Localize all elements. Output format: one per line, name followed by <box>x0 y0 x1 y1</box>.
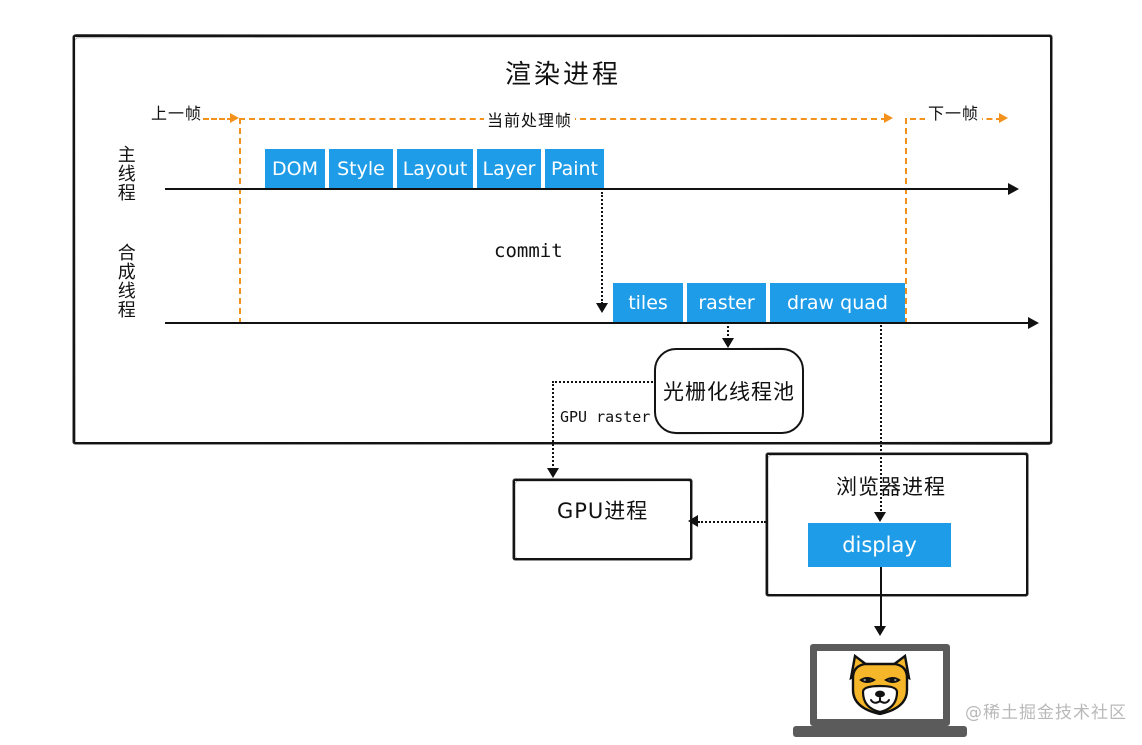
browser-to-gpu-arrow-icon <box>688 515 698 527</box>
compositor-block-draw-quad[interactable]: draw quad <box>770 283 905 322</box>
gpu-process-label: GPU进程 <box>557 499 649 523</box>
frame-prev-arrow-icon <box>230 113 239 123</box>
watermark: @稀土掘金技术社区 <box>965 703 1127 723</box>
drawquad-to-browser-arrow-icon <box>874 512 886 522</box>
main-thread-block-layer[interactable]: Layer <box>477 149 543 188</box>
doge-icon <box>843 652 917 720</box>
main-thread-axis-arrow-icon <box>1008 183 1019 195</box>
thread-label-main: 主线程 <box>114 145 136 202</box>
raster-to-pool-arrow-icon <box>722 338 734 348</box>
gpu-raster-line-horizontal <box>552 381 656 383</box>
gpu-raster-arrow-icon <box>547 468 559 478</box>
frame-next-arrow-icon <box>999 113 1008 123</box>
raster-to-pool-line <box>727 322 729 340</box>
main-thread-block-layout[interactable]: Layout <box>397 149 475 188</box>
compositor-block-raster[interactable]: raster <box>687 283 768 322</box>
frame-prev-dash <box>203 118 233 120</box>
display-to-screen-line <box>880 567 882 629</box>
frame-current-arrow-icon <box>884 113 893 123</box>
commit-connector-line <box>601 192 603 304</box>
frame-label-previous: 上一帧 <box>148 100 206 124</box>
frame-start-guide <box>239 118 241 324</box>
display-to-screen-arrow-icon <box>874 626 886 636</box>
thread-label-compositor: 合成线程 <box>114 243 136 319</box>
browser-process-container <box>766 453 1028 596</box>
drawquad-to-browser-line <box>880 322 882 514</box>
commit-label: commit <box>494 240 563 262</box>
gpu-raster-line-vertical <box>552 381 554 470</box>
main-thread-block-style[interactable]: Style <box>329 149 395 188</box>
display-block[interactable]: display <box>808 523 951 567</box>
raster-thread-pool-label: 光栅化线程池 <box>663 380 795 404</box>
render-process-container <box>73 35 1052 444</box>
browser-process-label: 浏览器进程 <box>836 475 946 499</box>
raster-thread-pool-node <box>654 348 804 434</box>
gpu-raster-label: GPU raster <box>560 408 651 426</box>
commit-connector-arrow-icon <box>596 303 608 313</box>
compositor-block-tiles[interactable]: tiles <box>613 283 685 322</box>
laptop-base <box>793 726 967 737</box>
frame-label-next: 下一帧 <box>925 100 983 124</box>
frame-end-guide <box>905 118 907 324</box>
main-thread-block-paint[interactable]: Paint <box>545 149 604 188</box>
frame-label-current: 当前处理帧 <box>484 107 576 131</box>
page-title: 渲染进程 <box>505 60 622 90</box>
compositor-thread-axis-arrow-icon <box>1028 317 1039 329</box>
compositor-thread-axis <box>165 322 1030 324</box>
main-thread-block-dom[interactable]: DOM <box>265 149 327 188</box>
browser-to-gpu-line <box>698 521 766 523</box>
main-thread-axis <box>165 188 1010 190</box>
